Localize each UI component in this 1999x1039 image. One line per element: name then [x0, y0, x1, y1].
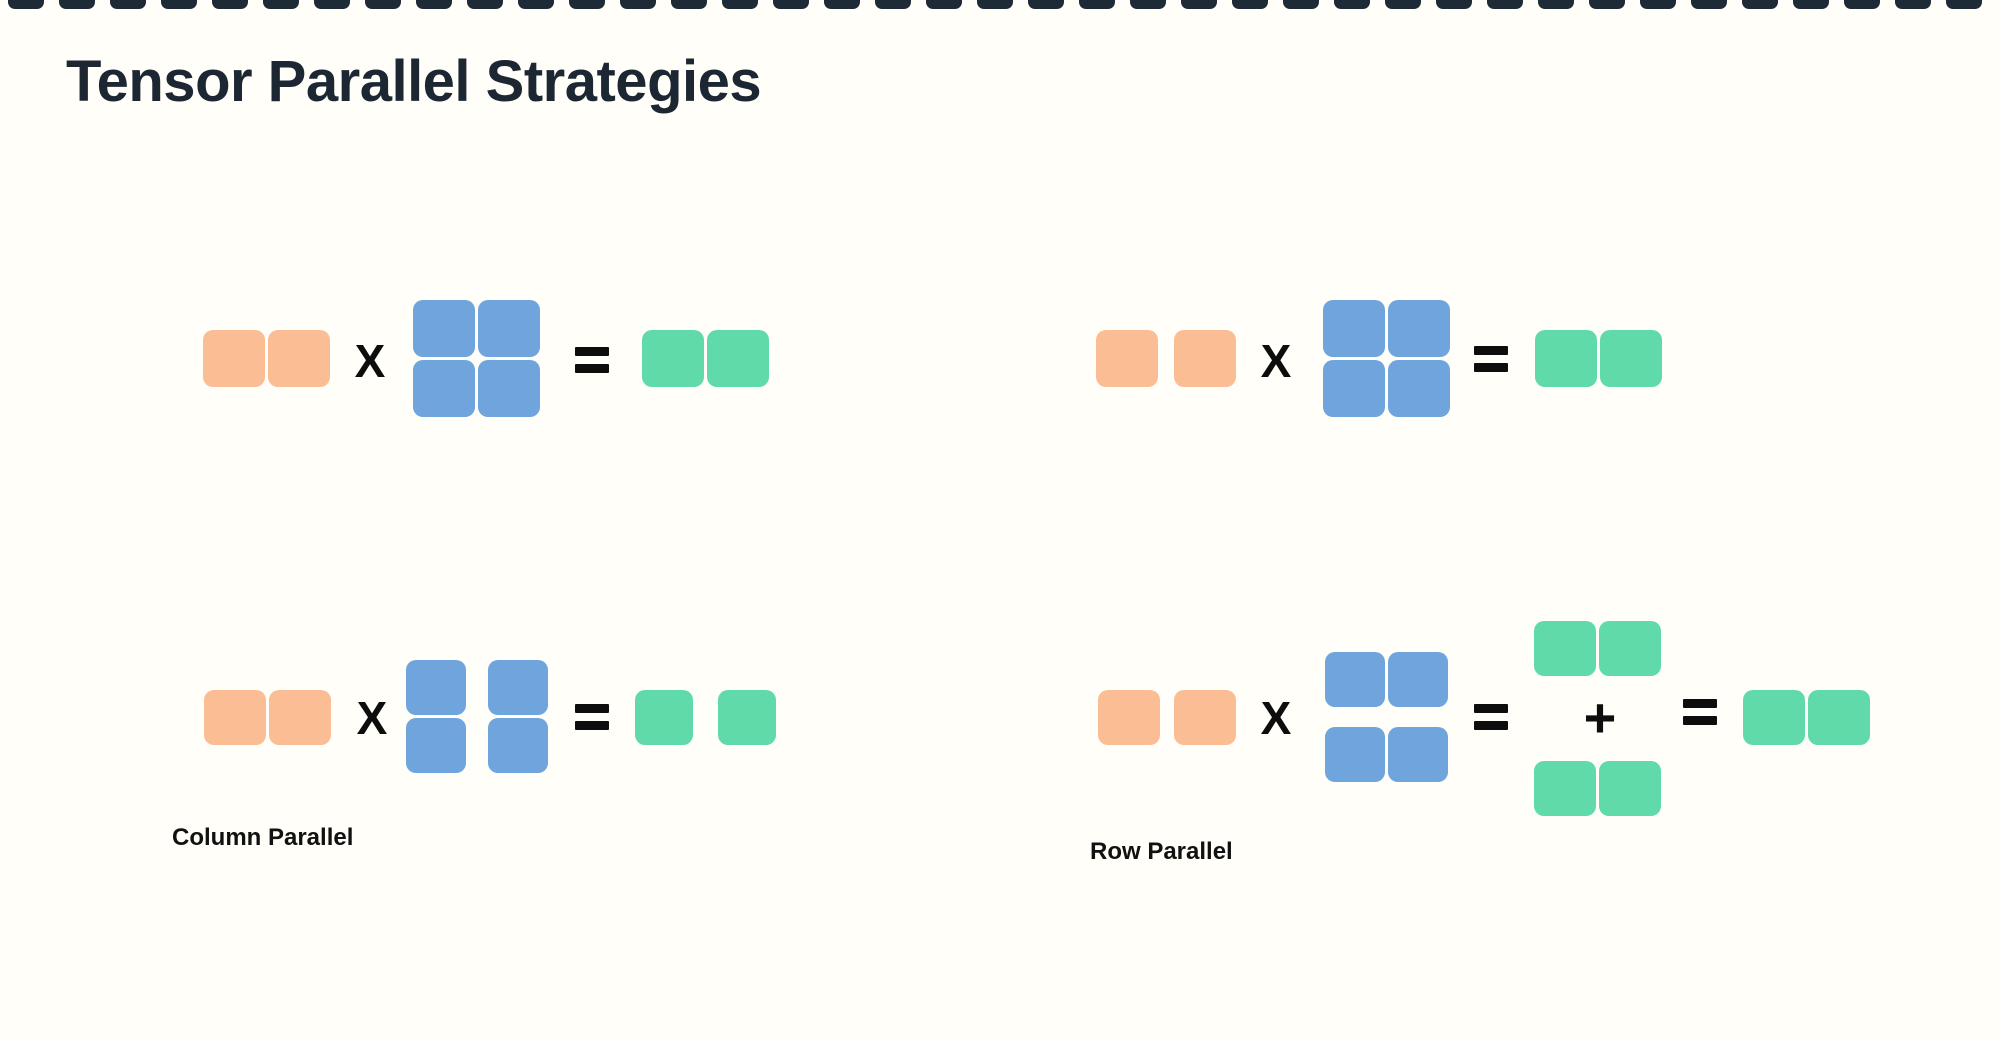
- top-edge-dash: [926, 0, 962, 9]
- weight-block-row1: [1388, 652, 1448, 707]
- output-block: [635, 690, 693, 745]
- top-edge-dash: [263, 0, 299, 9]
- top-edge-dash: [773, 0, 809, 9]
- weight-block-column1: [406, 660, 466, 715]
- top-edge-dash: [1640, 0, 1676, 9]
- output-block: [642, 330, 704, 387]
- partial-output-block: [1599, 621, 1661, 676]
- top-edge-dash: [416, 0, 452, 9]
- weight-block: [1388, 300, 1450, 357]
- equals-bar: [575, 704, 609, 713]
- label-row-parallel: Row Parallel: [1090, 838, 1233, 865]
- input-block: [268, 330, 330, 387]
- weight-block-column2: [488, 718, 548, 773]
- top-edge-dash: [1028, 0, 1064, 9]
- top-edge-dash: [1385, 0, 1421, 9]
- partial-output-block: [1534, 621, 1596, 676]
- top-edge-dash: [1436, 0, 1472, 9]
- top-edge-dash: [8, 0, 44, 9]
- top-edge-dash: [59, 0, 95, 9]
- multiply-operator: X: [356, 692, 388, 744]
- equals-bar: [1474, 346, 1508, 355]
- equals-bar: [1683, 699, 1717, 708]
- top-edge-dash: [671, 0, 707, 9]
- equals-operator: [1474, 346, 1508, 372]
- multiply-operator: X: [1260, 692, 1292, 744]
- top-edge-dash: [1487, 0, 1523, 9]
- page-title: Tensor Parallel Strategies: [66, 49, 762, 114]
- top-edge-dash: [110, 0, 146, 9]
- equals-operator: [1683, 699, 1717, 725]
- top-edge-dash: [824, 0, 860, 9]
- equals-bar: [1474, 704, 1508, 713]
- multiply-operator: X: [1260, 335, 1292, 387]
- output-block: [1808, 690, 1870, 745]
- weight-block-row2: [1388, 727, 1448, 782]
- input-block: [1096, 330, 1158, 387]
- weight-block: [478, 300, 540, 357]
- multiply-operator: X: [354, 335, 386, 387]
- equals-bar: [1474, 721, 1508, 730]
- top-edge-dash: [1793, 0, 1829, 9]
- top-edge-dash: [1589, 0, 1625, 9]
- input-block: [1174, 690, 1236, 745]
- weight-block-column2: [488, 660, 548, 715]
- top-edge-dash: [1232, 0, 1268, 9]
- partial-output-block: [1599, 761, 1661, 816]
- output-block: [718, 690, 776, 745]
- input-block: [204, 690, 266, 745]
- weight-block: [1323, 360, 1385, 417]
- weight-block: [413, 300, 475, 357]
- weight-block: [1323, 300, 1385, 357]
- weight-block: [413, 360, 475, 417]
- top-edge-dash: [1334, 0, 1370, 9]
- top-edge-dash: [518, 0, 554, 9]
- top-edge-dash: [569, 0, 605, 9]
- top-edge-dash: [365, 0, 401, 9]
- equals-bar: [1474, 363, 1508, 372]
- weight-block-row2: [1325, 727, 1385, 782]
- input-block: [269, 690, 331, 745]
- top-edge-dash: [977, 0, 1013, 9]
- equals-operator: [575, 347, 609, 373]
- top-edge-dash: [620, 0, 656, 9]
- top-edge-dash: [1742, 0, 1778, 9]
- partial-output-block: [1534, 761, 1596, 816]
- top-edge-dash: [1691, 0, 1727, 9]
- top-edge-dash: [1844, 0, 1880, 9]
- top-edge-dash: [314, 0, 350, 9]
- plus-operator: +: [1583, 686, 1617, 749]
- top-edge-dash: [161, 0, 197, 9]
- input-block: [1098, 690, 1160, 745]
- equals-bar: [1683, 716, 1717, 725]
- input-block: [203, 330, 265, 387]
- top-edge-dash: [1895, 0, 1931, 9]
- equals-bar: [575, 364, 609, 373]
- equals-operator: [575, 704, 609, 730]
- input-block: [1174, 330, 1236, 387]
- output-block: [1535, 330, 1597, 387]
- top-edge-dash: [467, 0, 503, 9]
- output-block: [1743, 690, 1805, 745]
- top-edge-dash: [1283, 0, 1319, 9]
- top-edge-dash: [1181, 0, 1217, 9]
- top-edge-dash: [1130, 0, 1166, 9]
- equals-bar: [575, 721, 609, 730]
- weight-block-row1: [1325, 652, 1385, 707]
- top-edge-dash: [212, 0, 248, 9]
- output-block: [707, 330, 769, 387]
- top-edge-dash: [1079, 0, 1115, 9]
- top-edge-dash: [1946, 0, 1982, 9]
- label-column-parallel: Column Parallel: [172, 824, 354, 851]
- equals-bar: [575, 347, 609, 356]
- weight-block: [1388, 360, 1450, 417]
- top-edge-dash: [875, 0, 911, 9]
- output-block: [1600, 330, 1662, 387]
- weight-block-column1: [406, 718, 466, 773]
- top-edge-dash: [722, 0, 758, 9]
- top-edge-dash: [1538, 0, 1574, 9]
- equals-operator: [1474, 704, 1508, 730]
- weight-block: [478, 360, 540, 417]
